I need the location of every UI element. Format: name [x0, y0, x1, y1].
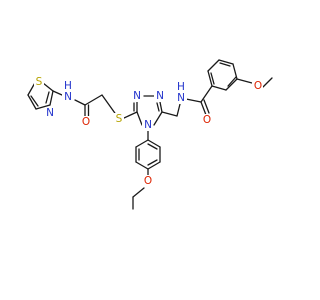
methoxyphenyl-ring	[207, 59, 273, 91]
thioether-sulfur-label: S	[116, 113, 123, 125]
atom-labels: S N N H O S N N N N H O O O	[34, 76, 263, 187]
triazole-n4-label: N	[144, 119, 152, 131]
molecule-canvas: S N N H O S N N N N H O O O	[27, 59, 273, 210]
amide-hydrogen-label: H	[64, 80, 72, 92]
structure-diagram: S N N H O S N N N N H O O O	[27, 59, 273, 210]
carbonyl-oxygen-label: O	[82, 116, 90, 128]
thiazole-sulfur-label: S	[36, 76, 43, 88]
triazole-n1-label: N	[133, 90, 141, 102]
thiazole-nitrogen-label: N	[46, 107, 54, 119]
methoxy-oxygen-label: O	[254, 80, 262, 92]
benzamide-oxygen-label: O	[203, 114, 211, 126]
thiazole-ring	[27, 80, 54, 110]
triazole-ring	[123, 95, 163, 126]
amide-nitrogen-label: N	[64, 91, 72, 103]
amide-linker	[52, 90, 118, 117]
ethoxy-oxygen-label: O	[144, 175, 152, 187]
triazole-n2-label: N	[156, 90, 164, 102]
benzamide-hydrogen-label: H	[177, 81, 185, 93]
benzamide-linker	[161, 85, 213, 117]
benzamide-nitrogen-label: N	[177, 92, 185, 104]
ethoxyphenyl-ring	[132, 130, 161, 210]
